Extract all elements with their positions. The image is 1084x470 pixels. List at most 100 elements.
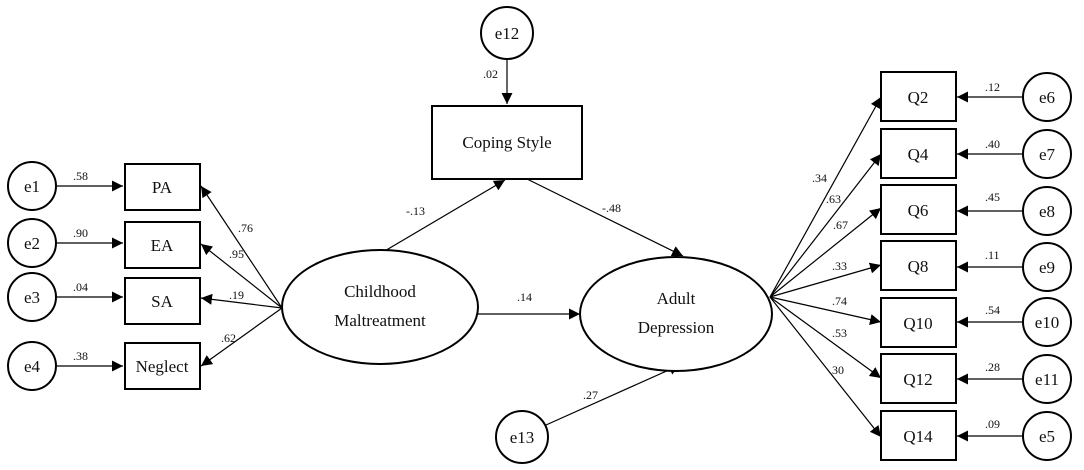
indicator-label-q10: Q10 [903,314,932,333]
error-node-e3: e3 [7,272,57,322]
indicator-label-q4: Q4 [908,145,929,164]
indicator-label-q12: Q12 [903,370,932,389]
error-node-e8: e8 [1022,186,1072,236]
edge-ad-q6 [769,207,882,298]
error-label-e12: e12 [495,24,520,43]
error-node-e5: e5 [1022,411,1072,461]
indicator-q14: Q14 [880,410,957,461]
indicator-q8: Q8 [880,240,957,291]
coef-ad-q4: .63 [826,192,841,206]
latent-childhood-maltreatment: Childhood Maltreatment [281,249,479,365]
edge-cm-neglect [200,307,283,367]
indicator-pa: PA [124,163,201,211]
latent-label-maltreatment: Maltreatment [334,311,426,330]
edge-ad-q12 [769,296,882,379]
coef-e11-q12: .28 [985,360,1000,374]
error-label-e5: e5 [1039,427,1055,446]
coefficient-labels: .58 .90 .04 .38 .76 .95 .19 .62 -.13 .02… [73,67,1000,431]
indicator-q10: Q10 [880,297,957,348]
edges [56,59,1023,442]
latent-label-adult: Adult [657,289,696,308]
indicator-label-q14: Q14 [903,427,933,446]
edge-ad-q4 [769,153,882,298]
error-label-e11: e11 [1035,370,1059,389]
coef-ad-q6: .67 [833,218,848,232]
error-node-e6: e6 [1022,72,1072,122]
coef-cm-ad: .14 [517,290,532,304]
indicator-label-q6: Q6 [908,201,929,220]
coef-ad-q10: .74 [832,294,847,308]
edge-ad-q14 [769,296,882,438]
coef-ad-q14: .30 [829,363,844,377]
coef-ad-q8: .33 [832,259,847,273]
indicator-label-neglect: Neglect [136,357,189,376]
coef-e8-q6: .45 [985,190,1000,204]
edge-e13-ad [545,364,681,426]
error-node-e10: e10 [1022,297,1072,347]
coef-cm-ea: .95 [229,247,244,261]
error-label-e10: e10 [1035,313,1060,332]
coef-ad-q12: .53 [832,326,847,340]
coef-cm-pa: .76 [238,221,253,235]
indicator-ea: EA [124,221,201,269]
error-node-e13: e13 [495,410,549,464]
edge-cm-pa [200,185,283,309]
error-label-e4: e4 [24,357,41,376]
indicator-q2: Q2 [880,71,957,122]
latent-label-depression: Depression [638,318,715,337]
indicator-label-pa: PA [152,178,173,197]
indicator-label-ea: EA [151,236,174,255]
indicator-label-q2: Q2 [908,88,929,107]
coef-e2-ea: .90 [73,226,88,240]
coef-cm-coping: -.13 [406,204,425,218]
nodes: e1 e2 e3 e4 PA EA SA Neglect [7,6,1072,464]
edge-cm-ea [200,243,283,309]
coef-e4-neglect: .38 [73,349,88,363]
coef-e3-sa: .04 [73,280,88,294]
error-label-e9: e9 [1039,258,1055,277]
edge-ad-q2 [769,96,882,298]
error-label-e13: e13 [510,428,535,447]
latent-label-childhood: Childhood [344,282,416,301]
coef-e9-q8: .11 [985,248,1000,262]
edge-cm-sa [200,293,283,309]
error-node-e11: e11 [1022,354,1072,404]
coef-e10-q10: .54 [985,303,1000,317]
indicator-sa: SA [124,277,201,325]
edge-cm-coping [377,179,506,256]
error-label-e7: e7 [1039,145,1056,164]
edge-coping-ad [524,177,684,257]
latent-adult-depression: Adult Depression [579,256,773,372]
edge-ad-q10 [769,296,882,325]
error-node-e2: e2 [7,218,57,268]
error-node-e9: e9 [1022,242,1072,292]
indicator-label-sa: SA [151,292,173,311]
error-label-e6: e6 [1039,88,1055,107]
coef-cm-sa: .19 [229,288,244,302]
edge-ad-q8 [769,262,882,298]
error-label-e8: e8 [1039,202,1055,221]
coef-e1-pa: .58 [73,169,88,183]
error-label-e2: e2 [24,234,40,253]
observed-coping-style: Coping Style [431,105,583,180]
indicator-q4: Q4 [880,128,957,179]
coef-e7-q4: .40 [985,137,1000,151]
error-node-e1: e1 [7,161,57,211]
coef-e6-q2: .12 [985,80,1000,94]
coef-e5-q14: .09 [985,417,1000,431]
error-node-e4: e4 [7,341,57,391]
coef-e12-coping: .02 [483,67,498,81]
indicator-q6: Q6 [880,184,957,235]
error-label-e3: e3 [24,288,40,307]
coef-coping-ad: -.48 [602,201,621,215]
error-node-e12: e12 [480,6,534,60]
indicator-label-q8: Q8 [908,257,929,276]
coef-e13-ad: .27 [583,388,598,402]
error-node-e7: e7 [1022,129,1072,179]
error-label-e1: e1 [24,177,40,196]
indicator-neglect: Neglect [124,342,201,390]
coping-style-label: Coping Style [462,133,551,152]
indicator-q12: Q12 [880,353,957,404]
coef-cm-neglect: .62 [221,331,236,345]
